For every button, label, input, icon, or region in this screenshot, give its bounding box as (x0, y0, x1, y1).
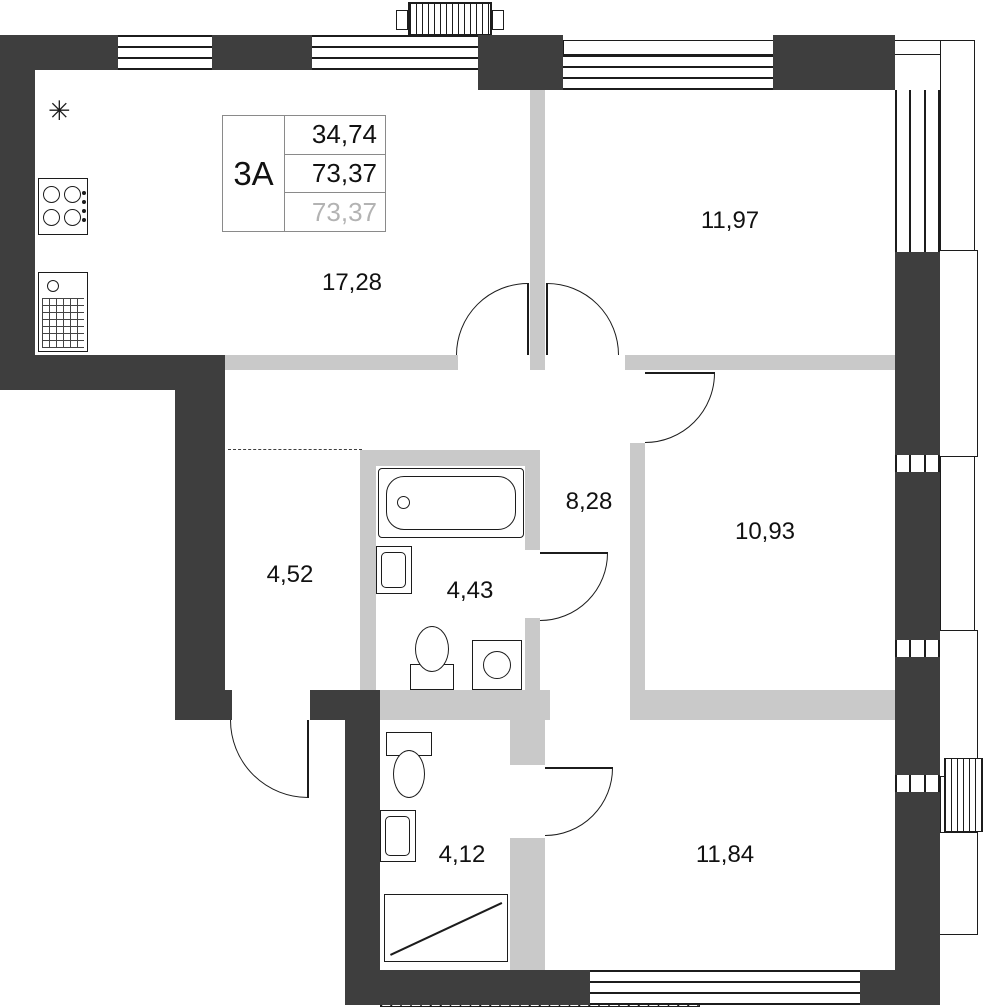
living-area-value: 34,74 (285, 116, 385, 155)
room-area-label: 17,28 (321, 269, 383, 296)
zone-boundary-dashed (228, 449, 362, 450)
stove (38, 178, 88, 235)
wall-segment (895, 657, 940, 775)
wall-segment (895, 472, 940, 640)
shaft-tab (396, 10, 408, 30)
wall-segment (630, 443, 645, 690)
knob-icon (82, 218, 86, 222)
wall-segment (0, 35, 35, 390)
door-leaf (645, 372, 715, 374)
wall-segment (895, 252, 940, 455)
facade-outline-top (563, 40, 975, 55)
door-arc (645, 373, 715, 443)
toilet-bowl (393, 750, 425, 798)
wall-segment (895, 792, 940, 1005)
wall-segment (175, 390, 225, 720)
room-area-label: 4,52 (266, 561, 314, 588)
total-area-value: 73,37 (285, 155, 385, 194)
washbasin-inner (381, 552, 406, 588)
window (895, 775, 940, 792)
faucet-icon (47, 280, 59, 292)
knob-icon (82, 209, 86, 213)
room-area-label: 8,28 (565, 488, 613, 515)
wall-segment (625, 355, 895, 370)
wall-segment (360, 466, 376, 690)
window (118, 35, 212, 70)
window (895, 640, 940, 657)
room-area-label: 11,84 (695, 841, 755, 868)
knob-icon (82, 191, 86, 195)
balcony-slab (938, 832, 978, 935)
wall-segment (525, 618, 540, 690)
burner-icon (64, 209, 81, 226)
exterior-ladder (944, 758, 983, 832)
room-area-label: 11,97 (700, 207, 760, 234)
door-arc (545, 768, 613, 836)
burner-icon (43, 186, 60, 203)
wall-segment (360, 450, 540, 466)
entrance-door-arc (230, 720, 308, 798)
wall-segment (212, 35, 312, 70)
burner-icon (43, 209, 60, 226)
wall-segment (530, 90, 545, 370)
unit-areas: 34,74 73,37 73,37 (285, 116, 385, 231)
wall-segment (345, 970, 590, 1005)
washer-drum-icon (483, 651, 511, 679)
wall-segment (510, 720, 545, 765)
door-arc (540, 553, 608, 621)
entrance-door-leaf (307, 720, 309, 798)
wall-segment (630, 690, 895, 720)
window (312, 35, 478, 70)
unit-info-box: 3А 34,74 73,37 73,37 (222, 115, 386, 232)
total-area-alt-value: 73,37 (311, 196, 377, 227)
door-arc (456, 283, 528, 355)
room-area-label: 4,12 (438, 841, 486, 868)
unit-type-label: 3А (223, 116, 285, 231)
door-leaf (540, 552, 608, 554)
shaft-tab (492, 10, 504, 30)
wall-segment (478, 35, 563, 90)
door-arc (547, 283, 619, 355)
vent-symbol: ✳ (48, 96, 71, 126)
balcony-slab (938, 630, 978, 777)
burner-icon (64, 186, 81, 203)
drain-icon (397, 496, 410, 509)
window (590, 970, 860, 1005)
wall-segment (510, 838, 545, 970)
wall-segment (376, 690, 550, 720)
shower-tray (384, 894, 508, 962)
room-area-label: 4,43 (446, 577, 494, 604)
door-leaf (527, 283, 529, 355)
toilet-bowl (415, 626, 449, 672)
balcony-slab (938, 250, 978, 457)
drain-rack (42, 298, 84, 348)
door-leaf (545, 767, 613, 769)
window (563, 55, 773, 90)
wall-segment (773, 35, 895, 90)
room-area-label: 10,93 (734, 518, 796, 545)
wall-segment (525, 466, 540, 550)
window (895, 90, 940, 252)
door-leaf (546, 283, 548, 355)
ventilation-shaft (408, 2, 492, 36)
bathtub-inner (386, 476, 516, 530)
wall-segment (225, 355, 458, 370)
wall-segment (345, 720, 380, 1005)
kitchen-sink (38, 272, 88, 352)
wall-segment (310, 690, 380, 720)
knob-icon (82, 200, 86, 204)
window (895, 455, 940, 472)
wall-segment (175, 690, 232, 720)
wall-segment (0, 355, 225, 390)
washbasin-inner (385, 816, 410, 856)
